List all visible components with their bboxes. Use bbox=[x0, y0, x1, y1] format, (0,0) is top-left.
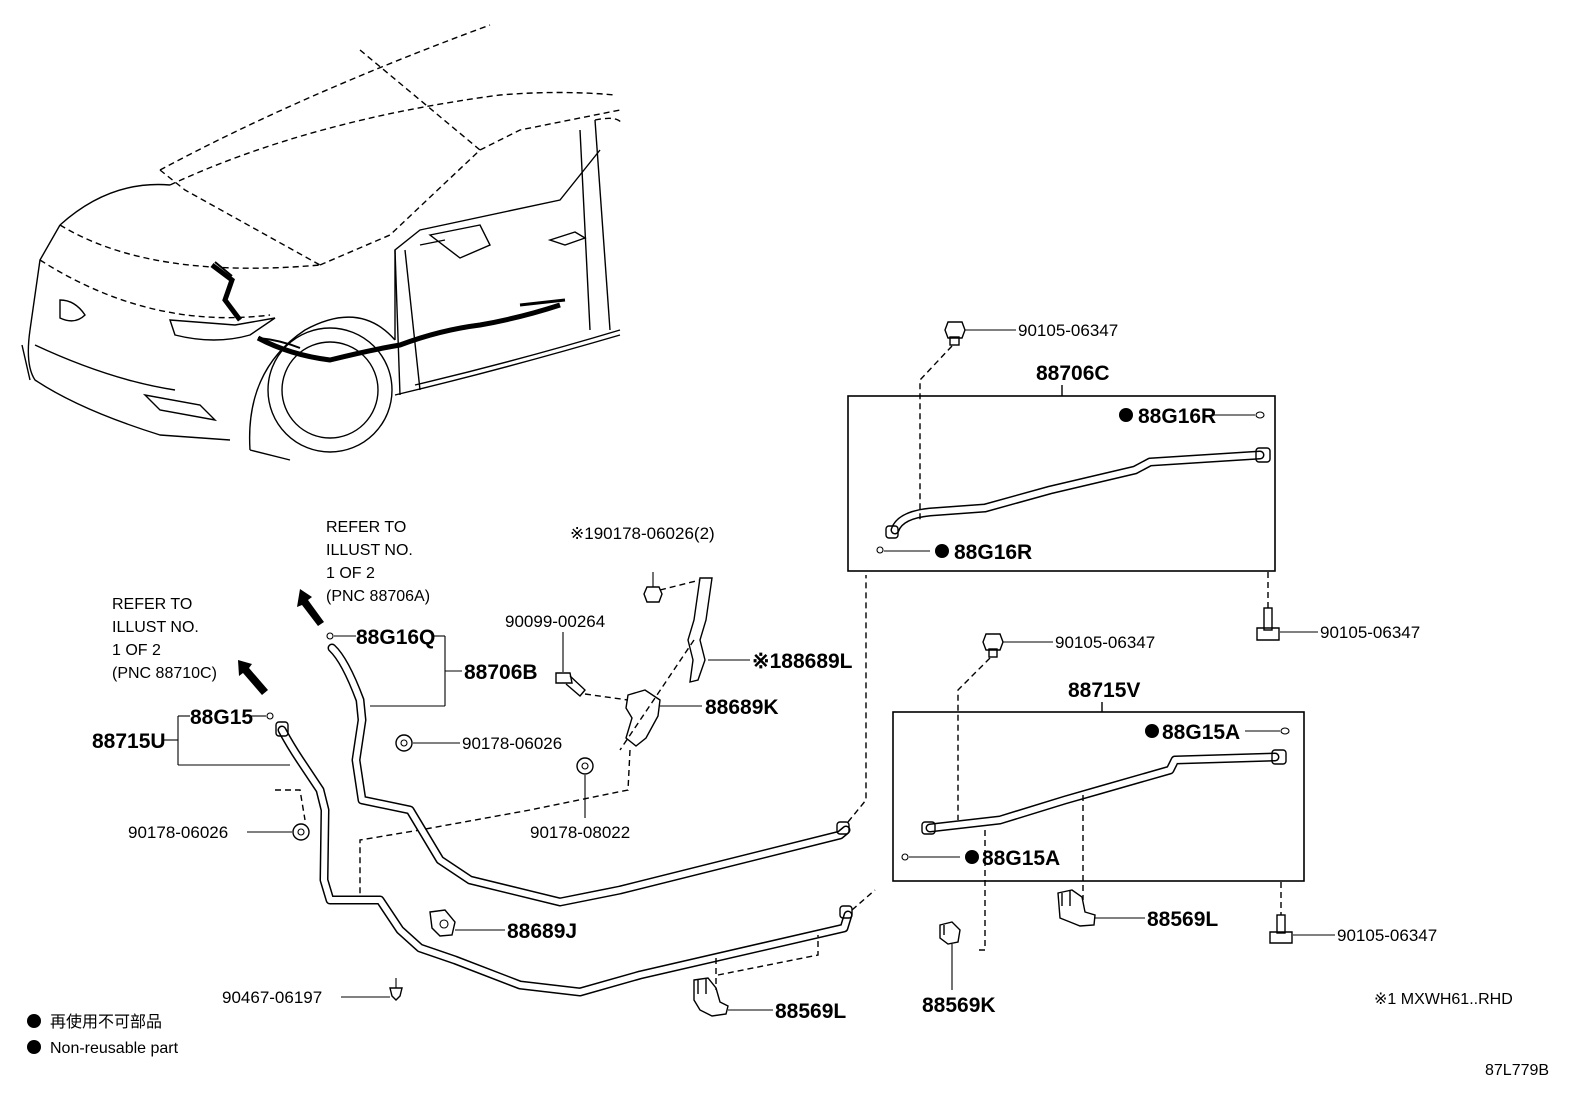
refer-2-line-4: (PNC 88710C) bbox=[112, 665, 217, 682]
refer-note-2: REFER TO ILLUST NO. 1 OF 2 (PNC 88710C) bbox=[112, 596, 268, 695]
bracket-group: ※190178-06026(2) ※188689L 90099-00264 88… bbox=[359, 524, 853, 900]
arrow-icon bbox=[297, 589, 324, 626]
label-88G16R-top: 88G16R bbox=[1138, 405, 1216, 428]
label-88569K: 88569K bbox=[922, 994, 996, 1017]
label-90467-06197: 90467-06197 bbox=[222, 988, 322, 1007]
label-88G16Q: 88G16Q bbox=[356, 626, 435, 649]
clip-88569L-left: 88569L bbox=[693, 935, 846, 1023]
label-88715U: 88715U bbox=[92, 730, 166, 753]
label-88569L-right: 88569L bbox=[1147, 908, 1218, 931]
label-88689L: ※188689L bbox=[752, 650, 853, 673]
footnote: ※1 MXWH61..RHD bbox=[1374, 991, 1513, 1008]
label-88706C: 88706C bbox=[1036, 362, 1110, 385]
refer-2-line-1: REFER TO bbox=[112, 596, 192, 613]
label-90105-06347-a: 90105-06347 bbox=[1018, 321, 1118, 340]
refer-1-line-2: ILLUST NO. bbox=[326, 542, 413, 559]
label-90099-00264: 90099-00264 bbox=[505, 612, 605, 631]
assembly-88715V: 88715V 88G15A 88G15A bbox=[892, 679, 1305, 951]
label-88G16R-bottom: 88G16R bbox=[954, 541, 1032, 564]
bullet-icon bbox=[27, 1014, 41, 1028]
label-88689J: 88689J bbox=[507, 920, 577, 943]
clip-88569L-right: 88569L bbox=[1057, 889, 1218, 931]
label-90178-08022: 90178-08022 bbox=[530, 823, 630, 842]
illustration-code: 87L779B bbox=[1485, 1062, 1549, 1079]
refer-1-line-1: REFER TO bbox=[326, 519, 406, 536]
legend-jp: 再使用不可部品 bbox=[50, 1013, 162, 1031]
hose-88715U: 88G15 88715U 90178-06026 88689J 90467-06… bbox=[92, 706, 876, 1007]
arrow-icon bbox=[238, 660, 268, 695]
car-illustration bbox=[21, 24, 623, 461]
assembly-88706C: 88706C 88G16R 88G16R bbox=[847, 362, 1276, 572]
label-90178-06026-a: 90178-06026 bbox=[462, 734, 562, 753]
bullet-icon bbox=[27, 1040, 41, 1054]
bolt-90105-06347-b: 90105-06347 bbox=[1256, 572, 1420, 642]
bolt-90105-06347-d: 90105-06347 bbox=[1269, 882, 1437, 945]
label-88G15A-bottom: 88G15A bbox=[982, 847, 1060, 870]
refer-note-1: REFER TO ILLUST NO. 1 OF 2 (PNC 88706A) bbox=[297, 519, 430, 626]
label-88715V: 88715V bbox=[1068, 679, 1140, 702]
refer-2-line-2: ILLUST NO. bbox=[112, 619, 199, 636]
refer-1-line-4: (PNC 88706A) bbox=[326, 588, 430, 605]
bolt-90105-06347-a: 90105-06347 bbox=[919, 321, 1118, 520]
refer-2-line-3: 1 OF 2 bbox=[112, 642, 161, 659]
label-190178-06026: ※190178-06026(2) bbox=[570, 524, 715, 543]
label-90105-06347-b: 90105-06347 bbox=[1320, 623, 1420, 642]
label-90105-06347-d: 90105-06347 bbox=[1337, 926, 1437, 945]
label-88706B: 88706B bbox=[464, 661, 538, 684]
clip-88569K: 88569K bbox=[922, 921, 996, 1017]
label-88569L-left: 88569L bbox=[775, 1000, 846, 1023]
label-88689K: 88689K bbox=[705, 696, 779, 719]
label-90105-06347-c: 90105-06347 bbox=[1055, 633, 1155, 652]
legend: 再使用不可部品 Non-reusable part bbox=[27, 1013, 179, 1057]
label-88G15: 88G15 bbox=[190, 706, 253, 729]
refer-1-line-3: 1 OF 2 bbox=[326, 565, 375, 582]
legend-en: Non-reusable part bbox=[50, 1040, 179, 1057]
hose-88706B: 88G16Q 88706B bbox=[326, 575, 867, 907]
non-reusable-dot bbox=[1119, 408, 1133, 422]
label-88G15A-top: 88G15A bbox=[1162, 721, 1240, 744]
assembly-box-88715V bbox=[892, 711, 1305, 882]
bolt-90105-06347-c: 90105-06347 bbox=[957, 633, 1155, 820]
label-90178-06026-b: 90178-06026 bbox=[128, 823, 228, 842]
